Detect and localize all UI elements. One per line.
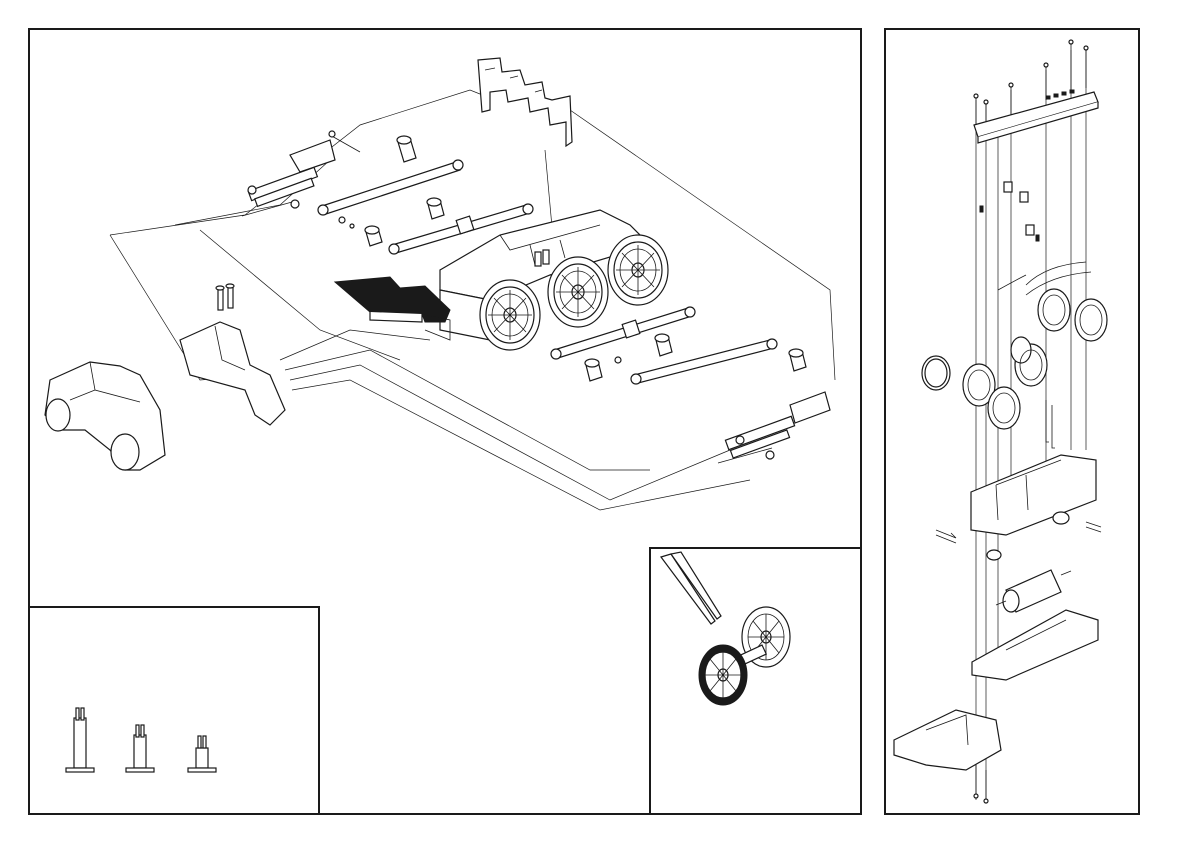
motor xyxy=(996,570,1071,612)
front-buffer-beam xyxy=(180,284,285,425)
vertical-assembly-exploded-drawing xyxy=(886,30,1142,817)
front-body-shell xyxy=(45,362,165,470)
wheel-tweezers-inset xyxy=(649,547,862,815)
chassis-frame-plate xyxy=(478,58,572,146)
tweezers xyxy=(661,552,721,624)
axle-spacer-variants-drawing xyxy=(30,608,322,817)
wheelset-removal-drawing xyxy=(651,549,864,817)
top-cover-plate xyxy=(974,90,1098,143)
axle-pins xyxy=(1046,400,1055,448)
motor-frame xyxy=(971,455,1096,535)
rear-valve-gear-assembly xyxy=(718,392,830,463)
driving-wheel-1 xyxy=(480,280,540,350)
side-wheels xyxy=(963,289,1107,429)
bottom-base-plate xyxy=(894,710,1001,770)
vertical-exploded-view-panel xyxy=(884,28,1140,815)
spacer-short xyxy=(188,736,216,772)
traction-tyre xyxy=(922,356,950,390)
driving-wheel-3 xyxy=(608,235,668,305)
spacer-detail-inset xyxy=(28,606,320,815)
spacer-medium xyxy=(126,725,154,772)
vertical-guide-lines xyxy=(976,50,1086,800)
spacer-long xyxy=(66,708,94,772)
lower-chassis-plate xyxy=(972,610,1098,680)
bottom-screws xyxy=(974,765,988,803)
driving-wheel-2 xyxy=(548,257,608,327)
contact-springs xyxy=(980,182,1091,295)
